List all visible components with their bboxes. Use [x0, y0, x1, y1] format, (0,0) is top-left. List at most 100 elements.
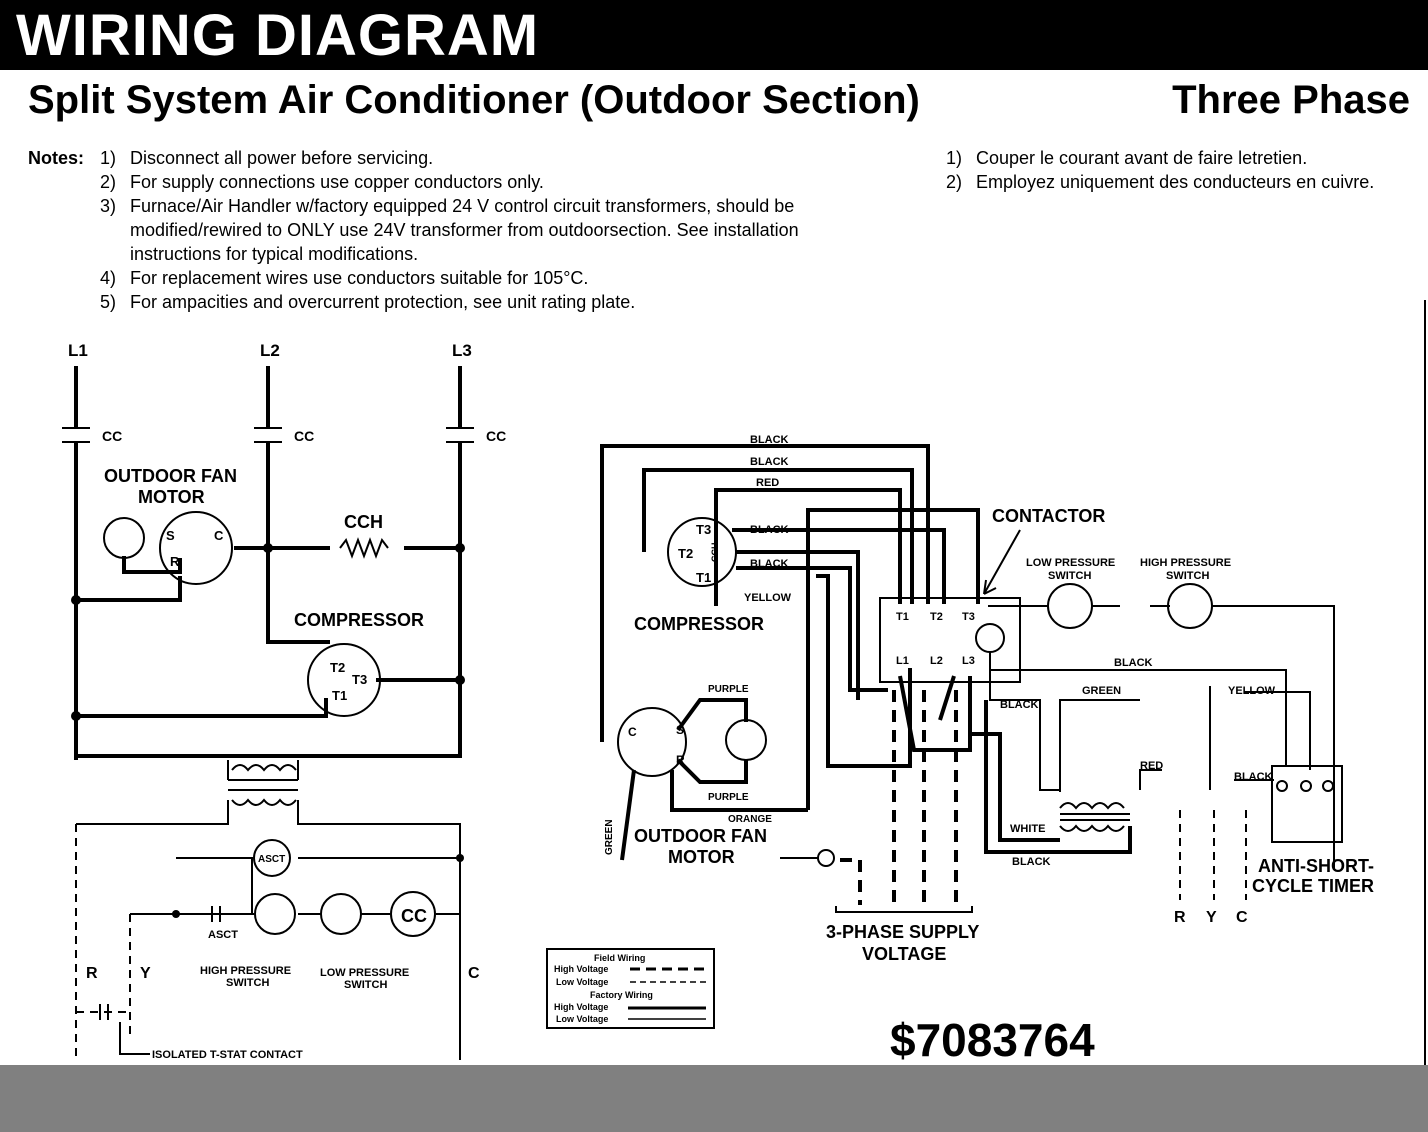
line-l1-label: L1 — [68, 341, 88, 360]
fan-motor-label: OUTDOOR FAN — [104, 466, 237, 486]
ground-lug-icon — [817, 849, 835, 867]
diagram-label: RED — [756, 477, 779, 489]
bottom-gray-bar — [0, 1065, 1428, 1132]
diagram-label: ASCT — [208, 929, 238, 941]
diagram-label: SWITCH — [344, 979, 387, 991]
diagram-label: Field Wiring — [594, 953, 645, 963]
diagram-label: R — [1174, 909, 1186, 926]
diagram-label: BLACK — [750, 524, 789, 536]
diagram-label: T2 — [930, 611, 943, 623]
diagram-label: For ampacities and overcurrent protectio… — [130, 292, 636, 312]
diagram-label: CYCLE TIMER — [1252, 876, 1374, 896]
cch-label: CCH — [344, 512, 383, 532]
fan-motor-terminal-icon — [617, 707, 687, 777]
diagram-label: PURPLE — [708, 684, 749, 695]
diagram-label: 2) — [100, 172, 117, 192]
wiring-legend: Field Wiring High Voltage Low Voltage Fa… — [546, 948, 715, 1029]
diagram-label: CC — [102, 428, 122, 444]
diagram-label: Y — [1206, 909, 1217, 926]
diagram-label: For replacement wires use conductors sui… — [130, 268, 589, 288]
pictorial-diagram: BLACK BLACK RED BLACK BLACK YELLOW T3 T2… — [600, 434, 1374, 964]
diagram-label: S — [166, 528, 175, 543]
diagram-label: Low Voltage — [556, 977, 608, 987]
diagram-label: 1) — [100, 148, 117, 168]
low-pressure-switch-icon — [1047, 583, 1093, 629]
diagram-label: C — [214, 528, 224, 543]
diagram-label: T3 — [962, 611, 975, 623]
diagram-label: HIGH PRESSURE — [200, 965, 291, 977]
high-pressure-switch-icon — [1167, 583, 1213, 629]
diagram-label: WHITE — [1010, 823, 1045, 835]
diagram-label: COMPRESSOR — [634, 614, 764, 634]
line-l2-label: L2 — [260, 341, 280, 360]
compressor-terminal-icon — [667, 517, 737, 587]
note-item: 2) For supply connections use copper cond… — [100, 170, 900, 194]
supply-label: 3-PHASE SUPPLY — [826, 922, 979, 942]
note-item: 5)For ampacities and overcurrent protect… — [100, 290, 900, 314]
compressor-icon — [307, 643, 381, 717]
diagram-label: C — [468, 965, 480, 982]
diagram-label: Couper le courant avant de faire letreti… — [976, 148, 1308, 168]
diagram-label: High Voltage — [554, 1002, 608, 1012]
diagram-label: 1) — [946, 148, 963, 168]
diagram-label: Y — [140, 965, 151, 982]
diagram-label: T1 — [896, 611, 909, 623]
diagram-label: BLACK — [1114, 657, 1153, 669]
diagram-label: R — [170, 554, 180, 569]
diagram-label: T3 — [352, 672, 367, 687]
cc-coil-icon — [390, 891, 436, 937]
diagram-label: High Voltage — [554, 964, 608, 974]
fan-motor-icon — [159, 511, 233, 585]
diagram-label: L3 — [962, 655, 975, 667]
diagram-label: Disconnect all power before servicing. — [130, 148, 434, 168]
diagram-label: YELLOW — [744, 592, 792, 604]
anti-short-cycle-timer-icon — [1271, 765, 1343, 843]
diagram-label: Low Voltage — [556, 1014, 608, 1024]
note-item: 2) Employez uniquement des conducteurs en… — [946, 170, 1426, 194]
subtitle: Split System Air Conditioner (Outdoor Se… — [28, 78, 920, 122]
diagram-label: 3) — [100, 196, 117, 216]
diagram-label: LOW PRESSURE — [320, 967, 409, 979]
diagram-label: Furnace/Air Handler w/factory equipped 2… — [130, 196, 799, 264]
diagram-label: GREEN — [604, 819, 615, 855]
line-l3-label: L3 — [452, 341, 472, 360]
low-pressure-switch-icon — [320, 893, 362, 935]
diagram-label: BLACK — [750, 434, 789, 446]
diagram-label: For supply connections use copper conduc… — [130, 172, 544, 192]
contactor-label: CONTACTOR — [992, 506, 1105, 526]
diagram-label: T2 — [678, 546, 693, 561]
fan-capacitor-icon — [725, 719, 767, 761]
diagram-label: ORANGE — [728, 814, 772, 825]
fan-capacitor-icon — [103, 517, 145, 559]
diagram-label: T1 — [696, 570, 711, 585]
diagram-label: SWITCH — [1166, 570, 1209, 582]
diagram-label: T1 — [332, 688, 347, 703]
diagram-label: SWITCH — [226, 977, 269, 989]
diagram-label: 2) — [946, 172, 963, 192]
diagram-label: BLACK — [750, 456, 789, 468]
diagram-label: Employez uniquement des conducteurs en c… — [976, 172, 1375, 192]
diagram-label: CC — [294, 428, 314, 444]
high-pressure-switch-icon — [254, 893, 296, 935]
diagram-label: HIGH PRESSURE — [1140, 557, 1231, 569]
diagram-label: T3 — [696, 522, 711, 537]
note-item: 1) Couper le courant avant de faire letre… — [946, 146, 1426, 170]
diagram-label: PURPLE — [708, 792, 749, 803]
diagram-label: CCH — [710, 543, 720, 563]
diagram-label: C — [628, 725, 637, 739]
part-number: $7083764 — [890, 1014, 1095, 1066]
notes-french: 1) Couper le courant avant de faire letre… — [946, 146, 1426, 194]
diagram-label: YELLOW — [1228, 685, 1276, 697]
diagram-label: VOLTAGE — [862, 944, 946, 964]
diagram-label: ASCT — [258, 854, 285, 865]
diagram-label: GREEN — [1082, 685, 1121, 697]
diagram-label: BLACK — [1234, 771, 1273, 783]
diagram-label: SWITCH — [1048, 570, 1091, 582]
diagram-label: C — [1236, 909, 1248, 926]
diagram-label: LOW PRESSURE — [1026, 557, 1115, 569]
asct-icon — [253, 839, 291, 877]
diagram-label: Factory Wiring — [590, 990, 653, 1000]
note-item: 3) Furnace/Air Handler w/factory equipped… — [100, 194, 900, 266]
diagram-label: BLACK — [750, 558, 789, 570]
